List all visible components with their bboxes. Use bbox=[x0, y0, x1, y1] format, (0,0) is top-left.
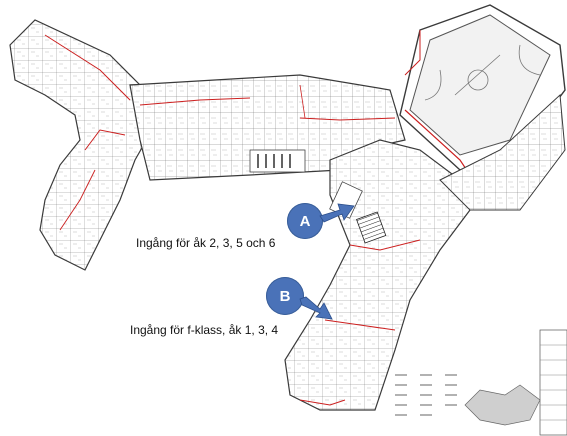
entrance-a-arrow bbox=[319, 203, 355, 223]
entrance-marker-b[interactable]: B bbox=[266, 277, 304, 315]
left-wing bbox=[9, 19, 156, 271]
entrance-marker-a[interactable]: A bbox=[287, 203, 323, 239]
entrance-b-arrow bbox=[299, 296, 333, 320]
legend-block bbox=[395, 329, 567, 436]
entrance-marker-a-letter: A bbox=[299, 212, 311, 230]
entrance-marker-b-letter: B bbox=[279, 287, 291, 305]
entrance-a-caption: Ingång för åk 2, 3, 5 och 6 bbox=[136, 236, 276, 250]
entrance-b-caption: Ingång för f-klass, åk 1, 3, 4 bbox=[130, 323, 279, 337]
south-wing bbox=[284, 93, 566, 411]
